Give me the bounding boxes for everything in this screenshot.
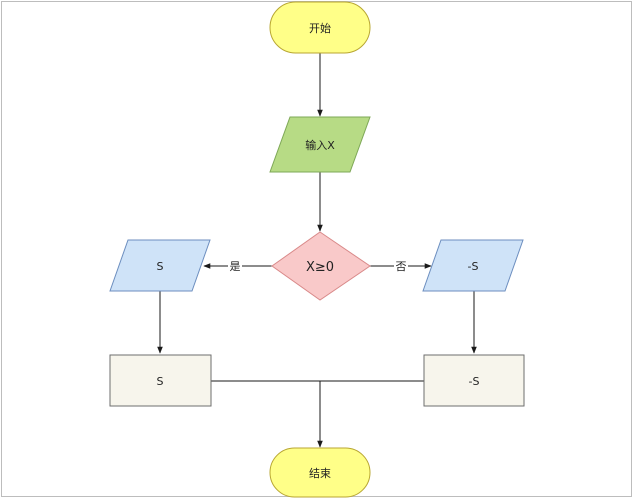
right-io-shape [422,239,524,292]
input-shape [269,116,371,173]
connectors [157,53,477,448]
left-io-node: S [109,239,211,292]
right-io-label: -S [468,260,479,273]
decision-shape [271,231,371,301]
end-node: 结束 [269,447,371,498]
edge-label-yes: 是 [230,260,241,273]
right-process-shape [423,354,525,407]
left-process-shape [109,354,212,407]
right-process-node: -S [423,354,525,407]
edge-label-no: 否 [396,260,407,273]
right-io-node: -S [422,239,524,292]
end-shape [269,447,371,498]
left-io-shape [109,239,211,292]
end-label: 结束 [309,467,331,480]
left-process-label: S [157,375,164,388]
decision-node: X≥0 [271,231,371,301]
input-label: 输入X [305,138,335,152]
decision-label: X≥0 [306,260,334,275]
right-process-label: -S [469,375,480,388]
start-label: 开始 [309,21,331,35]
start-node: 开始 [269,1,371,54]
left-io-label: S [157,260,164,273]
start-shape [269,1,371,54]
left-process-node: S [109,354,212,407]
input-node: 输入X [269,116,371,173]
